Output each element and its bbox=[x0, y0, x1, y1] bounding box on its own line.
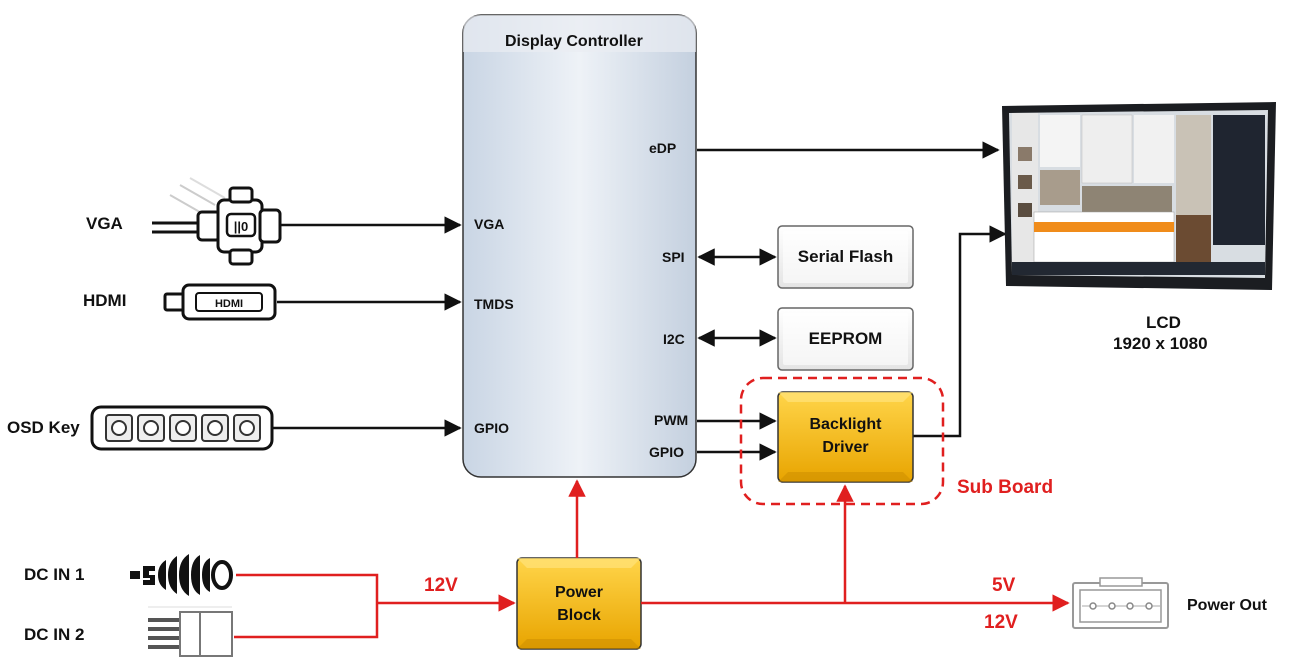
osd-key-strip-icon bbox=[90, 405, 274, 451]
vga-connector-icon: ||0 bbox=[152, 177, 282, 266]
port-tmds-in: TMDS bbox=[474, 296, 514, 312]
port-edp-out: eDP bbox=[649, 140, 677, 156]
power-out-label: Power Out bbox=[1187, 597, 1268, 614]
sub-board-label: Sub Board bbox=[957, 477, 1054, 498]
power-out-connector-icon bbox=[1072, 577, 1169, 629]
power-block-label-2: Block bbox=[557, 607, 601, 624]
port-vga-in: VGA bbox=[474, 216, 505, 232]
backlight-driver-block bbox=[777, 391, 914, 483]
display-controller-title: Display Controller bbox=[505, 33, 643, 50]
display-controller-block bbox=[462, 14, 697, 478]
power-block-label-1: Power bbox=[554, 584, 603, 601]
port-gpio-out: GPIO bbox=[649, 444, 685, 460]
pin-header-icon bbox=[148, 606, 233, 657]
output-12v-label: 12V bbox=[984, 612, 1018, 633]
backlight-driver-label-2: Driver bbox=[822, 439, 869, 456]
lcd-resolution: 1920 x 1080 bbox=[1113, 334, 1208, 353]
port-pwm-out: PWM bbox=[654, 412, 689, 428]
input-label-dc-in-1: DC IN 1 bbox=[24, 565, 85, 584]
power-block bbox=[516, 557, 642, 650]
output-5v-label: 5V bbox=[992, 575, 1016, 596]
power-lines bbox=[234, 479, 1070, 639]
hdmi-connector-icon: HDMI bbox=[163, 283, 277, 321]
svg-text:||0: ||0 bbox=[234, 219, 249, 234]
dc-jack-icon bbox=[130, 554, 233, 596]
lcd-monitor-icon bbox=[1002, 102, 1276, 290]
lcd-label: LCD bbox=[1146, 313, 1181, 332]
serial-flash-block bbox=[777, 225, 914, 289]
eeprom-label: EEPROM bbox=[808, 329, 883, 348]
input-label-dc-in-2: DC IN 2 bbox=[24, 625, 85, 644]
sub-board-outline bbox=[739, 376, 945, 506]
port-i2c-out: I2C bbox=[663, 331, 685, 347]
port-gpio-in: GPIO bbox=[474, 420, 510, 436]
input-voltage-label: 12V bbox=[424, 575, 458, 596]
input-label-vga: VGA bbox=[86, 214, 123, 233]
hdmi-logo-text: HDMI bbox=[215, 298, 243, 310]
backlight-driver-label-1: Backlight bbox=[809, 416, 882, 433]
signal-lines bbox=[273, 141, 1007, 461]
port-spi-out: SPI bbox=[662, 249, 685, 265]
serial-flash-label: Serial Flash bbox=[797, 247, 894, 266]
input-label-osd-key: OSD Key bbox=[7, 418, 80, 437]
eeprom-block bbox=[777, 307, 914, 371]
input-label-hdmi: HDMI bbox=[83, 291, 127, 310]
